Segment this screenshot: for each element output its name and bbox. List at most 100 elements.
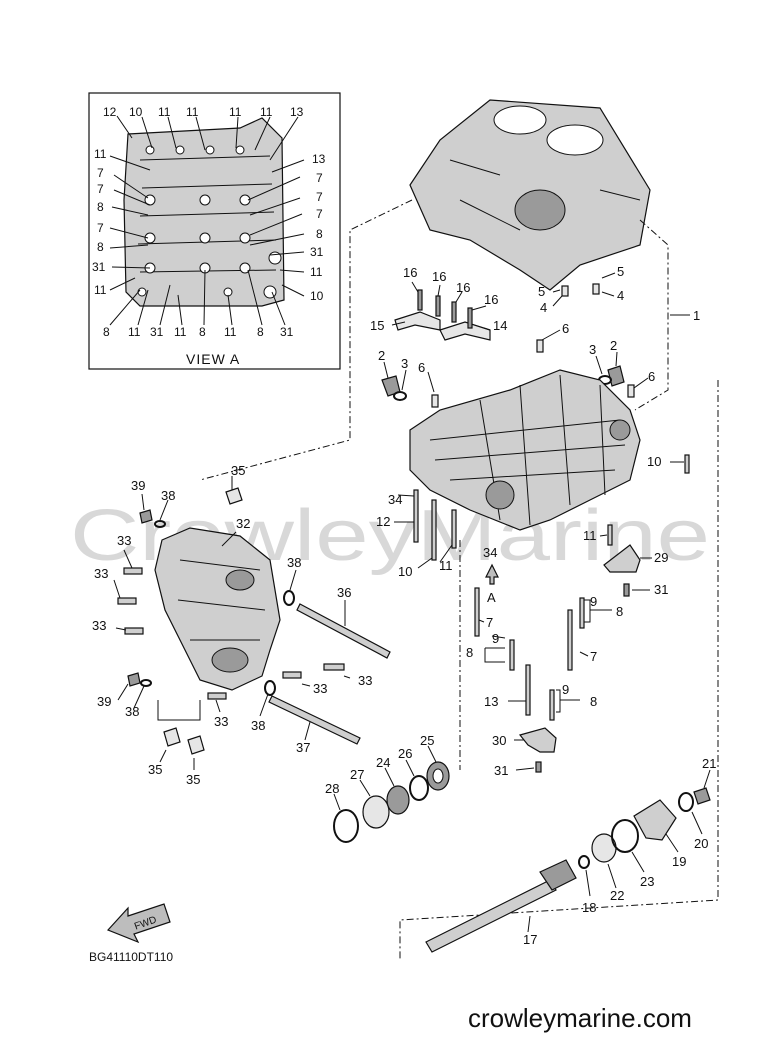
bracket-29 xyxy=(603,544,641,597)
view-a-label: 31 xyxy=(310,245,324,259)
view-a-label: 11 xyxy=(186,105,199,119)
callout-9: 9 xyxy=(562,682,569,697)
view-a-label: 7 xyxy=(97,182,104,196)
view-a-label: 8 xyxy=(97,200,104,214)
view-a-label: 10 xyxy=(129,105,143,119)
callout-16: 16 xyxy=(432,269,446,284)
studs xyxy=(268,603,391,745)
dowels-35 xyxy=(163,727,205,755)
callout-16: 16 xyxy=(403,265,417,280)
callout-21: 21 xyxy=(702,756,716,771)
bracket-30 xyxy=(518,727,557,773)
plugs-and-orings xyxy=(381,365,625,401)
view-a-title: VIEW A xyxy=(186,351,240,367)
crankcase xyxy=(409,369,641,531)
callout-2: 2 xyxy=(378,348,385,363)
callout-5: 5 xyxy=(538,284,545,299)
view-a-label: 31 xyxy=(280,325,294,339)
callout-9: 9 xyxy=(590,594,597,609)
view-a-label: 11 xyxy=(94,283,107,297)
view-a-label: 7 xyxy=(97,166,104,180)
cylinder-bore xyxy=(514,189,566,231)
callout-29: 29 xyxy=(654,550,668,565)
callout-4: 4 xyxy=(617,288,624,303)
view-a-label: 7 xyxy=(316,171,323,185)
view-a-label: 11 xyxy=(229,105,242,119)
callout-34: 34 xyxy=(483,545,497,560)
dowel-pins xyxy=(561,283,600,297)
view-a-label: 8 xyxy=(316,227,323,241)
callout-36: 36 xyxy=(337,585,351,600)
view-a-label: 7 xyxy=(97,221,104,235)
callout-6: 6 xyxy=(418,360,425,375)
callout-8: 8 xyxy=(616,604,623,619)
view-a-inset: 12 10 11 11 11 11 13 11 13 7 7 7 7 8 7 7… xyxy=(88,92,341,370)
callout-7: 7 xyxy=(590,649,597,664)
callout-8: 8 xyxy=(590,694,597,709)
cylinder-block xyxy=(409,99,651,291)
callout-35: 35 xyxy=(148,762,162,777)
view-a-label: 11 xyxy=(260,105,273,119)
callout-4: 4 xyxy=(540,300,547,315)
callout-5: 5 xyxy=(617,264,624,279)
view-a-label: 8 xyxy=(97,240,104,254)
callout-35: 35 xyxy=(186,772,200,787)
view-a-arrow: A xyxy=(485,563,499,605)
callout-17: 17 xyxy=(523,932,537,947)
callout-37: 37 xyxy=(296,740,310,755)
view-a-label: 11 xyxy=(224,325,237,339)
callout-34: 34 xyxy=(388,492,402,507)
bearing-housing xyxy=(154,527,281,691)
callout-26: 26 xyxy=(398,746,412,761)
callout-22: 22 xyxy=(610,888,624,903)
callout-38: 38 xyxy=(125,704,139,719)
callout-10: 10 xyxy=(647,454,661,469)
view-a-label: 8 xyxy=(257,325,264,339)
callout-16: 16 xyxy=(484,292,498,307)
callout-13: 13 xyxy=(484,694,498,709)
callout-20: 20 xyxy=(694,836,708,851)
callout-38: 38 xyxy=(161,488,175,503)
cylinder-bore xyxy=(493,105,547,135)
callout-39: 39 xyxy=(97,694,111,709)
callout-1: 1 xyxy=(693,308,700,323)
site-url[interactable]: crowleymarine.com xyxy=(468,1003,692,1033)
callout-11: 11 xyxy=(439,558,453,573)
callout-7: 7 xyxy=(486,615,493,630)
callout-24: 24 xyxy=(376,755,390,770)
view-a-label: 8 xyxy=(199,325,206,339)
callout-3: 3 xyxy=(589,342,596,357)
view-a-crankcase-face xyxy=(123,117,285,307)
view-a-label: 11 xyxy=(94,147,107,161)
callout-10: 10 xyxy=(398,564,412,579)
callout-27: 27 xyxy=(350,767,364,782)
arrow-a-label: A xyxy=(487,590,496,605)
callout-33: 33 xyxy=(214,714,228,729)
view-a-label: 12 xyxy=(103,105,117,119)
callout-39: 39 xyxy=(131,478,145,493)
callout-32: 32 xyxy=(236,516,250,531)
callout-14: 14 xyxy=(493,318,507,333)
cylinder-bore xyxy=(546,124,604,156)
view-a-label: 11 xyxy=(128,325,141,339)
callout-16: 16 xyxy=(456,280,470,295)
callout-18: 18 xyxy=(582,900,596,915)
view-a-label: 11 xyxy=(310,265,323,279)
callout-35: 35 xyxy=(231,463,245,478)
callout-19: 19 xyxy=(672,854,686,869)
view-a-label: 8 xyxy=(103,325,110,339)
callout-33: 33 xyxy=(92,618,106,633)
callout-23: 23 xyxy=(640,874,654,889)
callout-33: 33 xyxy=(313,681,327,696)
callout-31: 31 xyxy=(494,763,508,778)
view-a-label: 13 xyxy=(312,152,326,166)
callout-38: 38 xyxy=(251,718,265,733)
drive-shaft xyxy=(425,787,711,953)
callout-30: 30 xyxy=(492,733,506,748)
fwd-arrow: FWD xyxy=(106,903,171,944)
callout-33: 33 xyxy=(94,566,108,581)
callout-6: 6 xyxy=(562,321,569,336)
callout-28: 28 xyxy=(325,781,339,796)
callout-8: 8 xyxy=(466,645,473,660)
